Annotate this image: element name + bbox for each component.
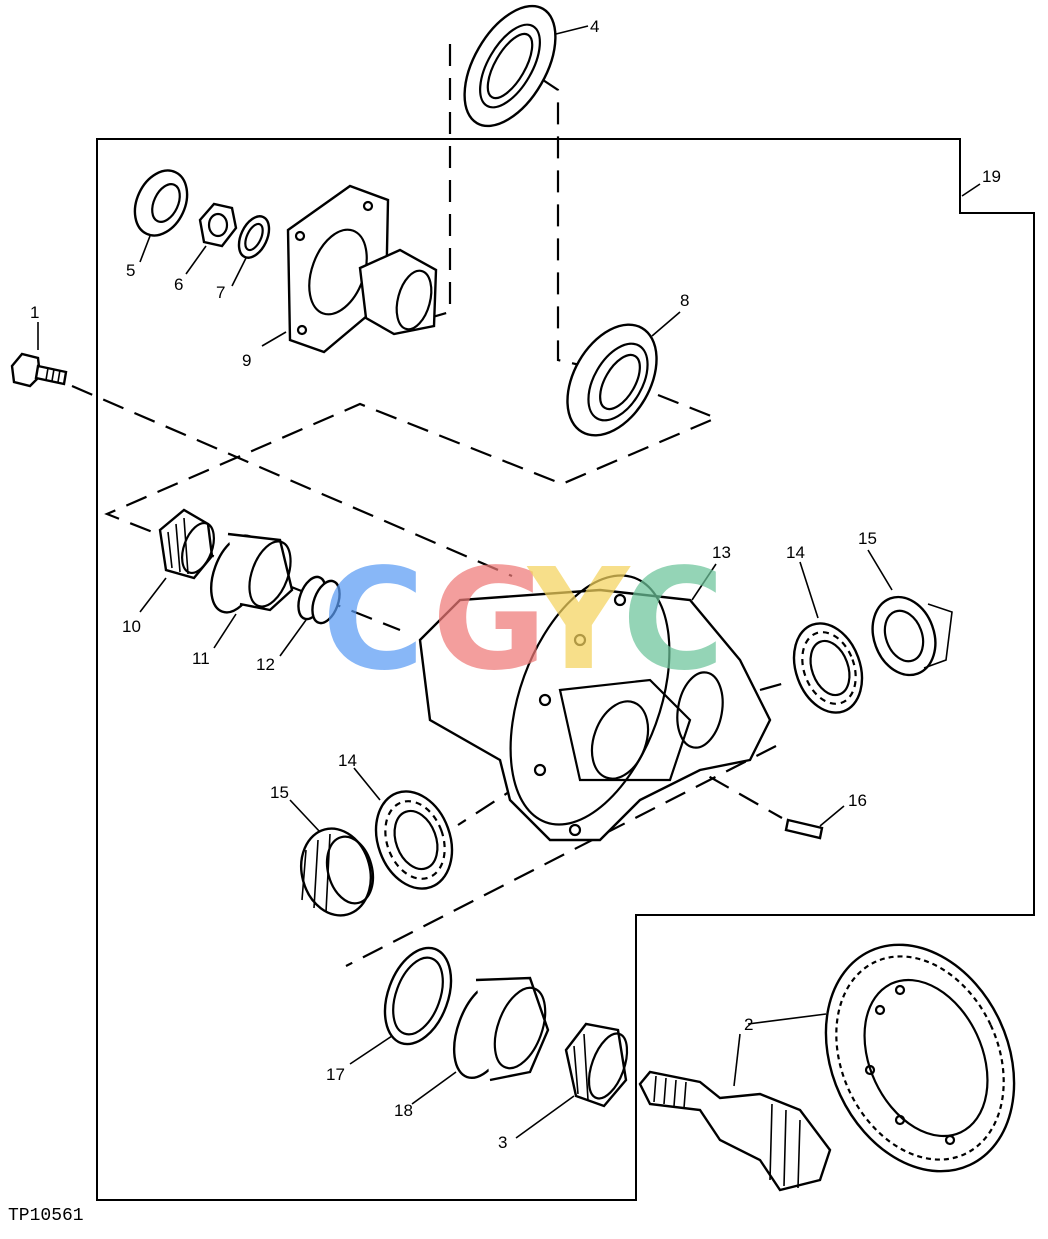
cap-screw-part-1 bbox=[10, 352, 68, 388]
assembly-boundary-outline bbox=[96, 138, 1035, 1201]
callout-12: 12 bbox=[256, 655, 275, 674]
callout-6: 6 bbox=[174, 275, 183, 294]
spacer-part-12 bbox=[297, 575, 341, 625]
callout-4: 4 bbox=[590, 17, 599, 36]
ring-gear-part-2 bbox=[824, 943, 1016, 1173]
callout-5: 5 bbox=[126, 261, 135, 280]
flange-part-9 bbox=[286, 184, 438, 354]
housing-part-13 bbox=[418, 574, 772, 842]
pinion-shaft-part-2 bbox=[638, 1070, 832, 1192]
bearing-cone-part-15-right bbox=[871, 595, 953, 677]
callout-11: 11 bbox=[192, 649, 210, 668]
watermark-letter-c2: C bbox=[622, 539, 725, 702]
shim-part-17 bbox=[383, 946, 453, 1046]
callout-16: 16 bbox=[848, 791, 867, 810]
callout-17: 17 bbox=[326, 1065, 345, 1084]
callout-10: 10 bbox=[122, 617, 141, 636]
nut-part-6 bbox=[198, 202, 238, 248]
watermark: C G Y C bbox=[322, 539, 725, 702]
callout-labels: 1 2 3 4 5 6 7 8 9 10 11 12 13 14 14 15 1… bbox=[30, 17, 1001, 1152]
bearing-cup-part-11 bbox=[210, 532, 294, 614]
callout-1: 1 bbox=[30, 303, 39, 322]
bearing-cone-part-15-left bbox=[300, 827, 375, 917]
callout-15-left: 15 bbox=[270, 783, 289, 802]
seal-part-4 bbox=[463, 4, 557, 128]
seal-part-5 bbox=[133, 169, 189, 237]
callout-leaders bbox=[37, 25, 981, 1139]
washer-part-7 bbox=[237, 215, 271, 259]
bearing-cone-part-10 bbox=[158, 508, 215, 580]
watermark-letter-c1: C bbox=[322, 539, 425, 702]
callout-13: 13 bbox=[712, 543, 731, 562]
callout-3: 3 bbox=[498, 1133, 507, 1152]
bearing-cone-part-3 bbox=[564, 1022, 629, 1108]
callout-2: 2 bbox=[744, 1015, 753, 1034]
callout-9: 9 bbox=[242, 351, 251, 370]
seal-part-8 bbox=[566, 323, 658, 437]
watermark-letter-g: G bbox=[432, 539, 547, 702]
callout-7: 7 bbox=[216, 283, 225, 302]
callout-15-right: 15 bbox=[858, 529, 877, 548]
callout-19: 19 bbox=[982, 167, 1001, 186]
ball-bearing-part-14-right bbox=[792, 622, 864, 714]
watermark-letter-y: Y bbox=[526, 539, 631, 702]
pin-part-16 bbox=[784, 818, 824, 840]
callout-14-right: 14 bbox=[786, 543, 805, 562]
callout-18: 18 bbox=[394, 1101, 413, 1120]
callout-8: 8 bbox=[680, 291, 689, 310]
bearing-cup-part-18 bbox=[452, 976, 550, 1082]
callout-14-left: 14 bbox=[338, 751, 357, 770]
figure-id: TP10561 bbox=[8, 1206, 84, 1226]
ball-bearing-part-14-left bbox=[374, 790, 454, 890]
